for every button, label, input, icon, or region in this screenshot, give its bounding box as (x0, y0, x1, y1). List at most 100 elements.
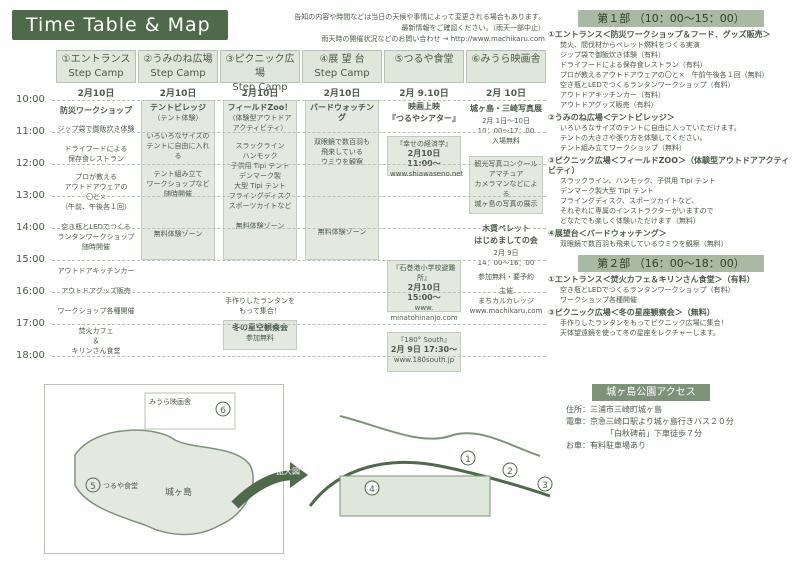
event-block: テントビレッジ （テント体験） いろいろなサイズの テントに自由に入れる テント… (141, 100, 215, 260)
event-text: 城ヶ島の写真の展示 (474, 200, 538, 208)
event-block: 『幸せの経済学』 2月10日 11:00〜 www.shiawaseno.net (387, 136, 463, 178)
event-block: 『180° South』 2月 9日 17:30〜 www.180south.j… (387, 332, 461, 372)
event-title: 冬の星空観察会 (232, 323, 288, 332)
event-title: 防災ワークショップ (60, 106, 132, 115)
event-text: 入場無料 (492, 137, 520, 145)
access-info: 住所：三浦市三崎町城ヶ島 電車：京急三崎口駅より城ヶ島行きバス２０分 「白秋碑前… (566, 404, 786, 452)
event-text: スポーツカイトなど (228, 202, 292, 210)
event-text: minatohinanjo.com (390, 314, 458, 322)
part2-item: ①エントランス＜焚火カフェ＆キリンさん食堂＞（有料） 空き瓶とLEDでつくるラン… (548, 275, 794, 305)
event-title: バードウォッチング (310, 103, 374, 122)
timetable: ①エントランス Step Camp ②うみのね広場 Step Camp ③ピクニ… (10, 50, 546, 375)
item-detail: それぞれに専属のインストラクターがいますので (560, 207, 714, 215)
svg-text:6: 6 (220, 406, 226, 416)
event-text: 『180° South』 (397, 336, 451, 344)
time-label: 17:00 (16, 318, 45, 329)
time-gridline (52, 356, 546, 357)
event-text: 焚火カフェ (78, 327, 114, 335)
event-text: 『石巻港小学校避難所』 (392, 264, 456, 282)
time-label: 13:00 (16, 190, 45, 201)
time-gridline (52, 196, 546, 197)
event-text: 随時開催 (164, 190, 192, 198)
event-text: もって集合！ (239, 307, 281, 315)
park-map: 1 2 3 4 (300, 386, 560, 552)
park-map-drawing: 1 2 3 4 (308, 415, 553, 517)
access-line: 電車：京急三崎口駅より城ヶ島行きバス２０分 (566, 417, 734, 426)
event-block: 冬の星空観察会 参加無料 (223, 320, 297, 350)
access-header: 城ヶ島公園アクセス (592, 384, 710, 401)
item-detail: 天体望遠鏡を使って冬の星座をレクチャーします。 (560, 329, 720, 337)
event-text: ランタンワークショップ (57, 233, 135, 241)
time-gridline (52, 100, 546, 101)
event-text: ワークショップなど (146, 180, 210, 188)
time-label: 10:00 (16, 94, 45, 105)
item-detail: 空き瓶とLEDでつくるランタンワークショップ（有料） (560, 81, 735, 89)
event-text: 2月 1日〜10日 (481, 117, 531, 125)
time-gridline (52, 228, 546, 229)
item-heading: ④展望台＜バードウォッチング＞ (548, 229, 667, 238)
event-text: 大型 Tipi テント (234, 182, 286, 190)
item-detail: スラックライン、ハンモック、子供用 Tipi テント (560, 177, 716, 185)
access-line: お車：有料駐車場あり (566, 441, 646, 450)
item-heading: ③ピクニック広場＜冬の星座観察会＞（無料） (548, 308, 715, 317)
event-text: 随時開催 (82, 243, 110, 251)
event-title: フィールドZoo！ (227, 103, 293, 112)
item-detail: どなたでも楽しく体験いただけます（無料） (560, 217, 700, 225)
event-text: 主催 (499, 287, 513, 295)
event-text: スラックライン (235, 142, 285, 150)
event-text: 保存食レストラン (68, 155, 124, 163)
event-block: フィールドZoo！ （体験型アウトドア アクティビティ） スラックライン ハンモ… (223, 100, 297, 260)
column-tsuruya: 2月 9.10日 映画上映 『つるやシアター』 『幸せの経済学』 2月10日 1… (384, 86, 464, 375)
item-heading: ①エントランス＜防災ワークショップ＆フード．グッズ販売＞ (548, 30, 771, 39)
access-line: 住所：三浦市三崎町城ヶ島 (566, 405, 662, 414)
event-text: 〇と× (86, 193, 106, 201)
item-heading: ③ピクニック広場＜フィールドZOO＞（体験型アウトドアアクティビティ） (548, 156, 790, 175)
svg-text:1: 1 (465, 455, 471, 465)
program-panel: 第１部 （10：00〜15：00） ①エントランス＜防災ワークショップ＆フード．… (548, 10, 794, 338)
event-text: 子供用 Tipi テント (230, 162, 290, 170)
time-label: 12:00 (16, 158, 45, 169)
venue-header-3: ③ピクニック広場 Step Camp (220, 50, 300, 93)
item-detail: 焚火、間伐材からペレット燃料をつくる実演 (560, 41, 700, 49)
event-text: ドライフードによる (64, 145, 128, 153)
date: 2月10日 (77, 89, 115, 99)
event-text: デンマーク製 (239, 172, 281, 180)
event-title: テントビレッジ (150, 103, 206, 112)
venue-header-4: ④展 望 台 Step Camp (302, 50, 382, 83)
item-detail: ワークショップ各種開催 (560, 296, 637, 304)
venue-header-6: ⑥みうら映画舎 (466, 50, 546, 83)
event-text: （体験型アウトドア (228, 114, 292, 122)
event-text: 空き瓶とLEDでつくる (61, 223, 131, 231)
event-title: 城ヶ島・三崎写真展 (470, 104, 542, 113)
event-text: 参加無料 (246, 334, 274, 342)
event-text: キリンさん食堂 (71, 347, 121, 355)
item-detail: テント組み立てワークショップ（無料） (560, 144, 686, 152)
svg-text:3: 3 (542, 481, 548, 491)
event-text: まちカルカレッジ (478, 297, 534, 305)
time-gridline (52, 292, 546, 293)
zoom-arrow-icon (231, 462, 308, 509)
event-text: アウトドアキッチンカー (57, 267, 135, 275)
item-detail: 双眼鏡で数百羽も飛来しているウミウを観察（無料） (560, 240, 728, 248)
event-text: 双眼鏡で数百羽も (314, 138, 370, 146)
event-title: 『つるやシアター』 (388, 114, 460, 123)
event-text: アウトドアウェアの (64, 183, 128, 191)
time-label: 18:00 (16, 350, 45, 361)
notice-text: 告知の内容や時間などは当日の天候や事情によって変更される場合もあります。 最新情… (245, 12, 545, 45)
event-text: 2月10日 15:00〜 (407, 283, 441, 302)
item-detail: アウトドアグッズ販売（有料） (560, 101, 658, 109)
event-block: 『石巻港小学校避難所』 2月10日 15:00〜 www. minatohina… (387, 260, 461, 322)
event-text: ウミウを観察 (321, 158, 363, 166)
event-text: ハンモック (242, 152, 278, 160)
notice-line: 告知の内容や時間などは当日の天候や事情によって変更される場合もあります。 (294, 13, 545, 21)
venue-header-1: ①エントランス Step Camp (56, 50, 136, 83)
map-label: みうら映画舎 (149, 398, 191, 406)
event-text: 参加無料・要予約 (478, 273, 534, 281)
date: 2月 9.10日 (399, 89, 449, 99)
event-text: ＆ (92, 337, 100, 345)
event-title: はじめましての会 (474, 236, 538, 245)
event-text: （午前、午後各１回） (61, 203, 131, 211)
time-label: 11:00 (16, 126, 45, 137)
venue-header-2: ②うみのね広場 Step Camp (138, 50, 218, 83)
notice-line: 最新情報をご確認ください。（雨天一部中止） (401, 24, 546, 32)
